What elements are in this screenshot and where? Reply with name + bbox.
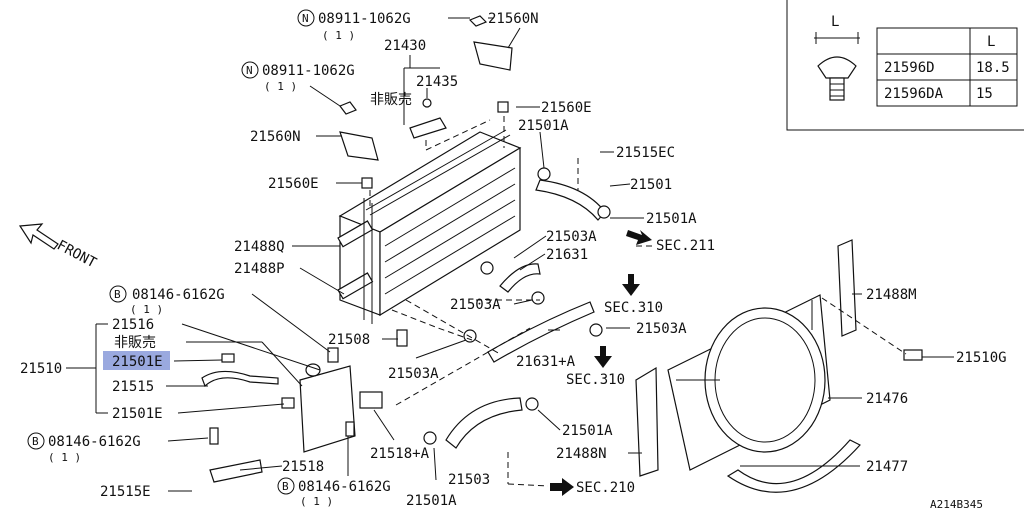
reservoir-tank — [201, 363, 383, 483]
fan-shroud — [635, 239, 861, 493]
callout-21560n[interactable]: 21560N — [250, 129, 301, 145]
callout-21515[interactable]: 21515 — [112, 379, 154, 395]
callout-21510g[interactable]: 21510G — [956, 350, 1007, 366]
callout-21501a[interactable]: 21501A — [562, 423, 613, 439]
table-header-l: L — [987, 34, 995, 50]
callout-08146-6162g[interactable]: 08146-6162G — [298, 479, 391, 495]
callout-21488m[interactable]: 21488M — [866, 287, 917, 303]
callout-21515e[interactable]: 21515E — [100, 484, 151, 500]
section-ref-210[interactable]: SEC.210 — [576, 480, 635, 496]
callout-21488p[interactable]: 21488P — [234, 261, 285, 277]
callout-21501e[interactable]: 21501E — [112, 406, 163, 422]
quantity-label: ( 1 ) — [130, 303, 163, 316]
callout-21518[interactable]: 21518 — [282, 459, 324, 475]
front-direction-arrow: FRONT — [18, 223, 99, 272]
dim-label: L — [831, 14, 839, 30]
circle-markers: N N B B B — [27, 9, 315, 495]
quantity-label: ( 1 ) — [264, 80, 297, 93]
callout-21503a[interactable]: 21503A — [546, 229, 597, 245]
section-ref-211[interactable]: SEC.211 — [656, 238, 715, 254]
table-cell-part: 21596D — [884, 60, 935, 76]
callout-21488q[interactable]: 21488Q — [234, 239, 285, 255]
quantity-label: ( 1 ) — [48, 451, 81, 464]
callout-08911-1062g[interactable]: 08911-1062G — [262, 63, 355, 79]
callout-21560n[interactable]: 21560N — [488, 11, 539, 27]
callout-21631-a[interactable]: 21631+A — [516, 354, 576, 370]
callout-21503a[interactable]: 21503A — [636, 321, 687, 337]
callout-21501a[interactable]: 21501A — [406, 493, 457, 509]
circle-b-marker: B — [282, 480, 289, 493]
coolant-hoses — [396, 179, 606, 449]
table-cell-part: 21596DA — [884, 86, 944, 102]
quantity-label: ( 1 ) — [322, 29, 355, 42]
callout-21510[interactable]: 21510 — [20, 361, 62, 377]
circle-b-marker: B — [114, 288, 121, 301]
callout-21501a[interactable]: 21501A — [518, 118, 569, 134]
radiator — [337, 129, 522, 324]
callout-21488n[interactable]: 21488N — [556, 446, 607, 462]
callout-21560e[interactable]: 21560E — [541, 100, 592, 116]
callout-21503a[interactable]: 21503A — [450, 297, 501, 313]
circle-b-marker: B — [32, 435, 39, 448]
callout-21518-a[interactable]: 21518+A — [370, 446, 430, 462]
diagram-id: A214B345 — [930, 498, 983, 511]
leader-lines — [66, 17, 954, 492]
callout-21501a[interactable]: 21501A — [646, 211, 697, 227]
circle-n-marker: N — [302, 12, 309, 25]
callout-08146-6162g[interactable]: 08146-6162G — [48, 434, 141, 450]
table-cell-value: 15 — [976, 86, 993, 102]
assembly-dashed-lines — [369, 116, 907, 487]
callout-21501[interactable]: 21501 — [630, 177, 672, 193]
section-ref-310[interactable]: SEC.310 — [566, 372, 625, 388]
section-arrows — [550, 230, 652, 496]
callout-21430[interactable]: 21430 — [384, 38, 426, 54]
callout-labels: 08911-1062G ( 1 ) 21560N 21430 08911-106… — [20, 11, 1007, 511]
callout-08911-1062g[interactable]: 08911-1062G — [318, 11, 411, 27]
section-ref-310[interactable]: SEC.310 — [604, 300, 663, 316]
table-cell-value: 18.5 — [976, 60, 1010, 76]
front-label: FRONT — [54, 237, 99, 271]
callout-21516[interactable]: 21516 — [112, 317, 154, 333]
callout-21476[interactable]: 21476 — [866, 391, 908, 407]
inset-panel: L L 21596D 18.5 21596DA 15 — [786, 0, 1024, 131]
callout-08146-6162g[interactable]: 08146-6162G — [132, 287, 225, 303]
callout-21631[interactable]: 21631 — [546, 247, 588, 263]
callout-21508[interactable]: 21508 — [328, 332, 370, 348]
callout-21435[interactable]: 21435 — [416, 74, 458, 90]
callout-21515ec[interactable]: 21515EC — [616, 145, 675, 161]
not-sold-label: 非販売 — [370, 92, 412, 108]
callout-21501e[interactable]: 21501E — [112, 354, 163, 370]
callout-21560e[interactable]: 21560E — [268, 176, 319, 192]
quantity-label: ( 1 ) — [300, 495, 333, 508]
callout-21503a[interactable]: 21503A — [388, 366, 439, 382]
circle-n-marker: N — [246, 64, 253, 77]
callout-21477[interactable]: 21477 — [866, 459, 908, 475]
not-sold-label: 非販売 — [114, 335, 156, 351]
highlighted-part-21501e — [103, 351, 170, 370]
callout-21503[interactable]: 21503 — [448, 472, 490, 488]
